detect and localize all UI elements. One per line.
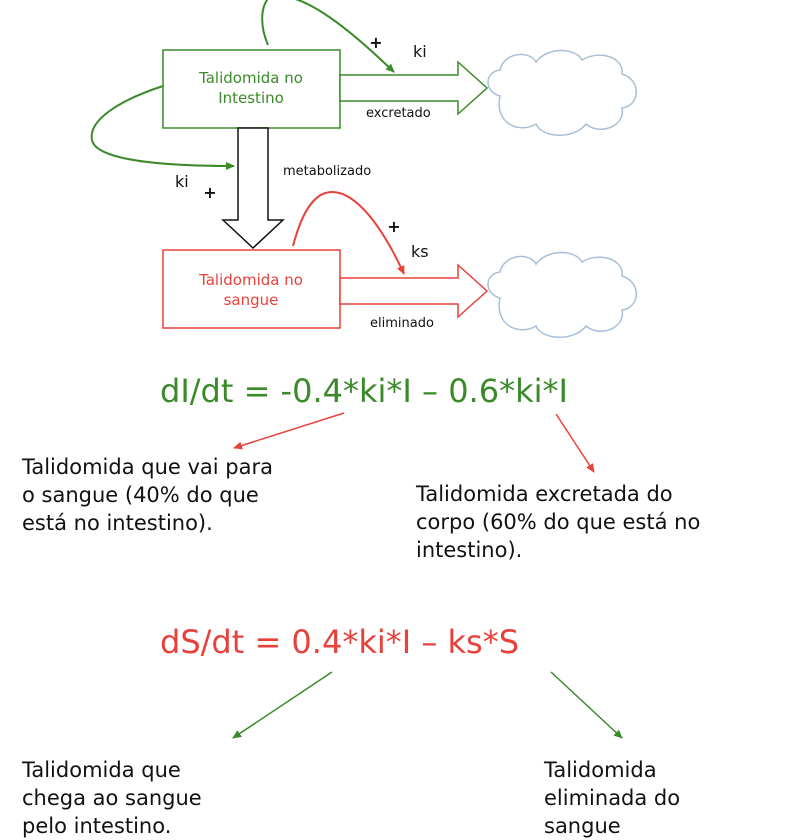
note-reaches-blood-line: Talidomida que [22,758,181,782]
note-excreted-line: Talidomida excretada do [416,482,673,506]
note-excreted-line: corpo (60% do que está no [416,510,701,534]
note-to-blood-line: o sangue (40% do que [22,483,259,507]
feedback-curve-top [261,0,395,73]
annotation-arrow-eq1-left [233,412,345,450]
note-eliminated-line: sangue [544,814,621,838]
equation-intestine: dI/dt = -0.4*ki*I – 0.6*ki*I [160,372,568,410]
plus-sign-top: + [369,33,382,52]
note-eliminated-line: eliminada do [544,786,681,810]
note-excreted: Talidomida excretada do corpo (60% do qu… [416,480,700,564]
intestine-box-label-line2: Intestino [218,89,284,107]
blood-box-label-line1: Talidomida no [198,271,303,289]
sink-cloud-bottom [487,251,637,338]
equation-blood: dS/dt = 0.4*ki*I – ks*S [160,623,520,661]
elimination-flow-arrow [339,263,489,319]
annotation-arrow-eq1-right [555,413,595,473]
feedback-curve-blood [292,190,405,275]
annotation-arrow-eq2-right [550,671,623,739]
note-eliminated: Talidomida eliminada do sangue [544,756,680,840]
plus-sign-left: + [203,183,216,202]
feedback-curve-left [90,85,235,170]
note-to-blood-line: Talidomida que vai para [22,455,273,479]
note-reaches-blood-line: pelo intestino. [22,814,172,838]
ks-label: ks [411,242,429,261]
plus-sign-mid: + [387,217,400,236]
note-to-blood: Talidomida que vai para o sangue (40% do… [22,453,273,537]
note-reaches-blood-line: chega ao sangue [22,786,202,810]
metabolizado-label: metabolizado [283,164,371,179]
metabolism-flow-arrow [221,127,285,250]
note-excreted-line: intestino). [416,538,523,562]
annotation-arrow-eq2-left [232,671,333,739]
note-to-blood-line: está no intestino). [22,511,213,535]
note-eliminated-line: Talidomida [544,758,657,782]
blood-box-label-line2: sangue [224,291,279,309]
sink-cloud-top [487,49,637,136]
ki-label-left: ki [175,172,189,191]
note-reaches-blood: Talidomida que chega ao sangue pelo inte… [22,756,202,840]
excretado-label: excretado [366,106,431,121]
intestine-box [162,49,341,129]
ki-label-top: ki [413,42,427,61]
blood-box [162,249,341,329]
eliminado-label: eliminado [370,316,434,331]
intestine-box-label-line1: Talidomida no [198,69,303,87]
excretion-flow-arrow [339,60,489,116]
